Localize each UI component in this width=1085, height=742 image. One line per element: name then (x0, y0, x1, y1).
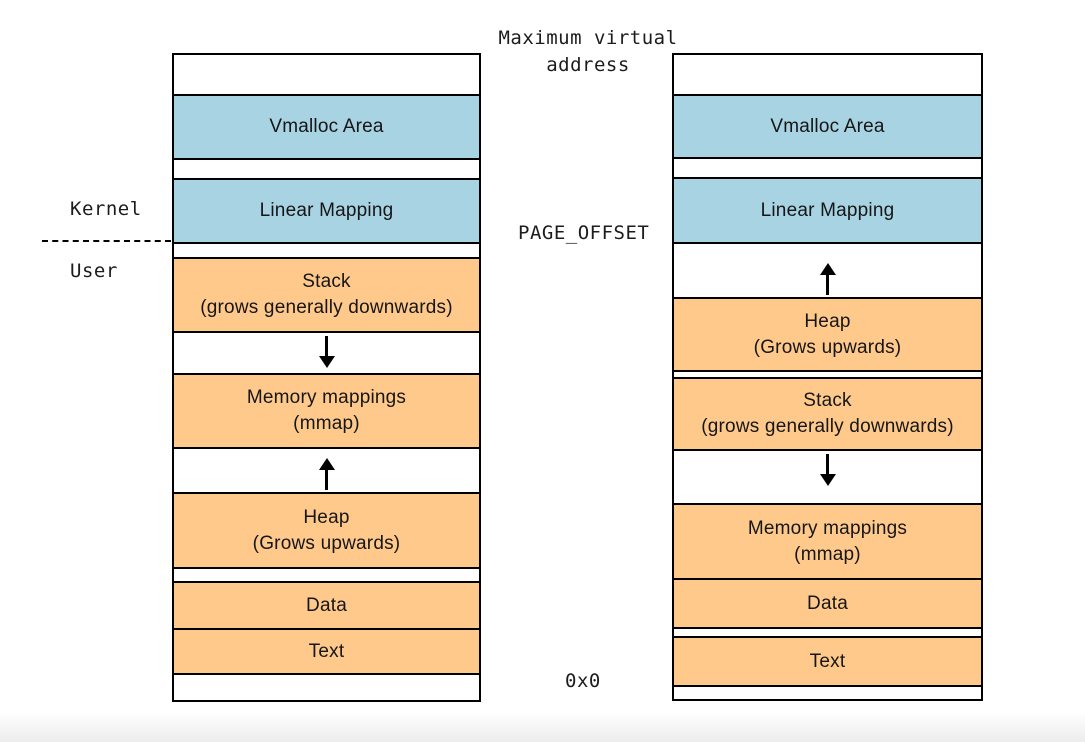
memory-box-linear-mapping: Linear Mapping (172, 178, 481, 244)
memory-gap-stack-growth (172, 331, 481, 375)
user-label: User (70, 260, 118, 282)
memory-gap-heap-growth (672, 242, 983, 299)
memory-gap (672, 157, 983, 179)
memory-box-text: Text (172, 628, 481, 675)
arrow-down-icon (318, 336, 335, 368)
memory-gap-stack-growth (672, 449, 983, 505)
memory-box-vmalloc: Vmalloc Area (672, 94, 983, 159)
arrow-shaft (325, 336, 328, 356)
memory-box-text: Text (672, 636, 983, 687)
arrow-shaft (826, 275, 829, 295)
memory-box-stack: Stack (grows generally downwards) (172, 257, 481, 333)
memory-box-vmalloc: Vmalloc Area (172, 94, 481, 160)
memory-box-empty-bottom (172, 673, 481, 702)
arrow-shaft (826, 454, 829, 474)
arrow-head (318, 458, 335, 470)
memory-box-memory-mappings: Memory mappings (mmap) (672, 503, 983, 580)
arrow-down-icon (819, 454, 836, 486)
memory-box-data: Data (672, 578, 983, 629)
arrow-head (819, 263, 836, 275)
memory-box-empty-top (672, 53, 983, 96)
memory-box-memory-mappings: Memory mappings (mmap) (172, 373, 481, 449)
memory-box-empty-bottom (672, 685, 983, 701)
memory-box-heap: Heap (Grows upwards) (672, 297, 983, 372)
memory-box-data: Data (172, 581, 481, 630)
page-offset-label: PAGE_OFFSET (518, 222, 650, 244)
memory-box-linear-mapping: Linear Mapping (672, 177, 983, 244)
zero-address-label: 0x0 (565, 670, 601, 692)
memory-box-heap: Heap (Grows upwards) (172, 492, 481, 569)
page-bottom-edge (0, 712, 1085, 742)
memory-box-empty-top (172, 53, 481, 96)
arrow-shaft (325, 470, 328, 490)
memory-gap (172, 158, 481, 180)
arrow-head (819, 474, 836, 486)
arrow-head (318, 356, 335, 368)
arrow-up-icon (318, 458, 335, 490)
memory-gap-heap-growth (172, 447, 481, 494)
kernel-user-divider (42, 240, 171, 242)
right-memory-column: Vmalloc Area Linear Mapping Heap (Grows … (672, 53, 983, 701)
max-virtual-address-label: Maximum virtual address (498, 27, 678, 76)
arrow-up-icon (819, 263, 836, 295)
memory-box-stack: Stack (grows generally downwards) (672, 377, 983, 451)
left-memory-column: Vmalloc Area Linear Mapping Stack (grows… (172, 53, 481, 702)
kernel-label: Kernel (70, 198, 142, 220)
